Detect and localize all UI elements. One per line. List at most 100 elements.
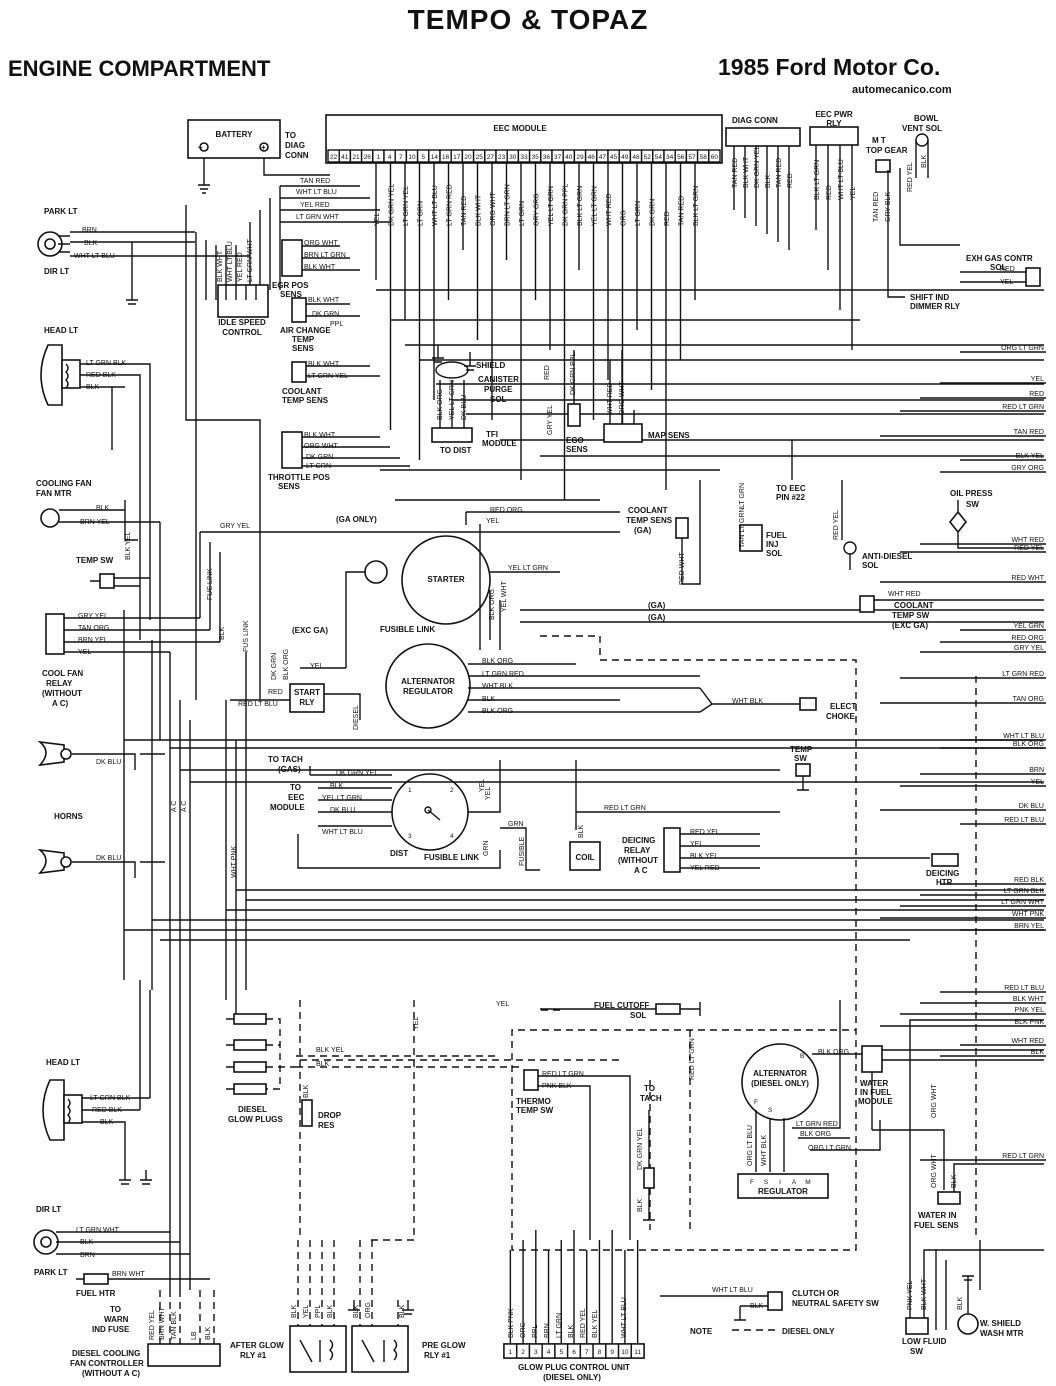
canister-purge-sol: CANISTER PURGE SOL [478,375,519,404]
svg-text:WHT BLK: WHT BLK [761,1135,768,1166]
svg-text:TO: TO [110,1305,121,1314]
svg-text:MODULE: MODULE [270,803,305,812]
eec-pin [708,149,721,163]
clutch-neutral-safety-switch: WHT LT BLU BLK CLUTCH OR NEUTRAL SAFETY … [660,1287,879,1321]
after-glow-relay: AFTER GLOW RLY #1 BLK YEL PPL BLK [230,1240,347,1373]
page-title: TEMPO & TOPAZ [407,4,649,35]
svg-text:+: + [261,143,266,152]
low-fluid-switch: LOW FLUID SW PNK YEL BLK WHT [902,1019,1044,1356]
diag-wire-label: DK GRN YEL [754,146,761,188]
svg-text:BLK ORG: BLK ORG [283,649,290,680]
svg-text:EXH GAS CONTR: EXH GAS CONTR [966,254,1033,263]
svg-text:TEMP SW: TEMP SW [516,1106,554,1115]
eec-pin-number: 58 [700,154,708,161]
svg-text:ORG WHT: ORG WHT [304,240,339,247]
svg-text:1: 1 [408,787,412,794]
svg-text:YEL: YEL [486,518,499,525]
svg-text:BLK: BLK [291,1304,298,1318]
eec-pin-number: 52 [644,154,652,161]
svg-text:BRN WHT: BRN WHT [159,1307,166,1340]
svg-text:WHT BLK: WHT BLK [732,698,763,705]
svg-text:WHT LT BLU: WHT LT BLU [74,253,115,260]
svg-text:A C: A C [634,866,648,875]
bowl-vent-sol: BOWL VENT SOL [902,114,942,178]
svg-text:DROP: DROP [318,1111,342,1120]
svg-text:SENS: SENS [566,445,588,454]
svg-text:GRY YEL: GRY YEL [547,405,554,435]
right-wire-label: GRY ORG [1011,465,1044,472]
svg-text:SOL: SOL [862,561,879,570]
svg-text:SW: SW [794,754,807,763]
eec-pwr-relay: EEC PWR RLY [809,110,859,146]
glow-pin-number: 4 [547,1349,551,1356]
svg-text:AFTER GLOW: AFTER GLOW [230,1341,284,1350]
svg-text:ALTERNATOR: ALTERNATOR [753,1069,807,1078]
svg-text:WHT LT BLU: WHT LT BLU [621,1297,628,1338]
exh-gas-control-sol: EXH GAS CONTR SOL RED YEL [960,254,1041,287]
svg-text:ORG: ORG [520,1322,527,1338]
svg-text:YEL: YEL [479,779,486,792]
eec-pin-number: 14 [431,154,439,161]
svg-text:A C: A C [171,801,178,812]
glow-pin-number: 1 [509,1349,513,1356]
svg-text:BRN: BRN [544,1323,551,1338]
to-diag-conn-label: TO DIAG CONN [285,131,309,160]
svg-text:(DIESEL ONLY): (DIESEL ONLY) [543,1373,601,1382]
eec-pin-number: 33 [520,154,528,161]
svg-text:TEMP SENS: TEMP SENS [282,396,329,405]
svg-text:FUSIBLE: FUSIBLE [519,836,526,866]
svg-text:VENT SOL: VENT SOL [902,124,942,133]
right-wire-label: BLK PNK [1014,1019,1044,1026]
eec-wire-label: TAN RED [679,196,686,226]
svg-text:REGULATOR: REGULATOR [403,687,453,696]
map-sensor: WHT RED ORG WHT MAP SENS [603,350,690,443]
svg-text:BLK: BLK [568,1324,575,1338]
svg-text:YEL: YEL [310,663,323,670]
svg-text:SW: SW [966,500,979,509]
svg-text:ORG WHT: ORG WHT [931,1083,938,1118]
svg-text:FUSIBLE LINK: FUSIBLE LINK [380,625,435,634]
eec-wire-label: BLK LT GRN [577,186,584,226]
svg-text:TEMP SW: TEMP SW [76,556,114,565]
svg-text:BLK WHT: BLK WHT [308,297,340,304]
diag-wire-label: RED [787,173,794,188]
svg-text:BLK: BLK [330,783,344,790]
eec-wire-label: BLK WHT [476,194,483,226]
svg-text:TAN RED: TAN RED [873,192,880,222]
svg-text:PURGE: PURGE [484,385,513,394]
svg-text:RLY: RLY [299,698,315,707]
svg-text:TO: TO [644,1084,655,1093]
egr-position-sensor: ORG WHT BRN LT GRN BLK WHT EGR POS SENS [272,239,360,299]
svg-text:YEL RED: YEL RED [690,865,720,872]
svg-text:TEMP SENS: TEMP SENS [626,516,673,525]
svg-text:TEMP: TEMP [790,745,813,754]
glow-pin-number: 3 [534,1349,538,1356]
regulator-pin: F [750,1179,754,1186]
eec-wire-label: ORG WHT [490,191,497,226]
regulator-pin: S [764,1179,769,1186]
svg-text:BLK WHT: BLK WHT [304,432,336,439]
glow-pin-number: 8 [598,1349,602,1356]
svg-text:WHT PNK: WHT PNK [231,846,238,878]
svg-text:FUS LINK: FUS LINK [243,620,250,652]
svg-text:TEMP: TEMP [292,335,315,344]
svg-text:YEL LT GRN: YEL LT GRN [322,795,362,802]
svg-text:DIESEL: DIESEL [238,1105,267,1114]
right-wire-label: YEL GRN [1014,623,1044,630]
svg-text:TO TACH: TO TACH [268,755,303,764]
eec-pin-number: 57 [688,154,696,161]
svg-text:DK GRN YEL: DK GRN YEL [637,1128,644,1170]
svg-text:TO: TO [285,131,296,140]
svg-text:TACH: TACH [640,1094,662,1103]
svg-text:ORG WHT: ORG WHT [304,443,339,450]
svg-text:(DIESEL ONLY): (DIESEL ONLY) [751,1079,809,1088]
svg-text:YEL LT GRN: YEL LT GRN [508,565,548,572]
svg-text:WATER IN: WATER IN [918,1211,957,1220]
svg-text:PARK LT: PARK LT [44,207,78,216]
svg-text:SENS: SENS [292,344,314,353]
svg-text:ORG: ORG [365,1302,372,1318]
svg-text:RED: RED [544,365,551,380]
svg-text:SENS: SENS [278,482,300,491]
svg-text:HEAD LT: HEAD LT [46,1058,80,1067]
svg-text:BLK: BLK [205,1326,212,1340]
